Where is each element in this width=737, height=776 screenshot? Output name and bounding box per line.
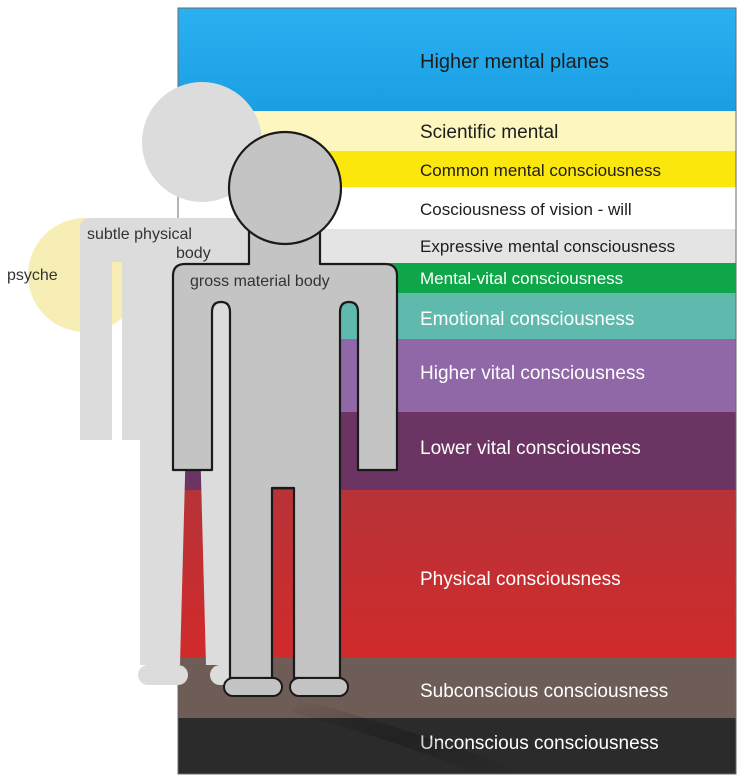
gross-body-label: gross material body (190, 273, 330, 290)
band-label: Mental-vital consciousness (420, 269, 623, 288)
gross-head (229, 132, 341, 244)
band-label: Common mental consciousness (420, 161, 661, 180)
band-unconscious: Unconscious consciousness (178, 718, 736, 774)
band-label: Physical consciousness (420, 569, 621, 590)
subtle-body-label-line1: subtle physical (87, 226, 192, 243)
band-label: Higher mental planes (420, 51, 609, 73)
band-label: Cosciousness of vision - will (420, 200, 632, 219)
band-higher-mental-planes: Higher mental planes (178, 8, 736, 111)
subtle-body-label-line2: body (176, 245, 211, 262)
band-label: Expressive mental consciousness (420, 237, 675, 256)
band-label: Emotional consciousness (420, 309, 634, 330)
band-label: Scientific mental (420, 122, 558, 143)
gross-foot-left (224, 678, 282, 696)
band-label: Lower vital consciousness (420, 438, 641, 459)
psyche-label: psyche (7, 267, 58, 284)
subtle-foot-left (138, 665, 188, 685)
band-label: Higher vital consciousness (420, 363, 645, 384)
band-label: Subconscious consciousness (420, 681, 668, 702)
gross-foot-right (290, 678, 348, 696)
